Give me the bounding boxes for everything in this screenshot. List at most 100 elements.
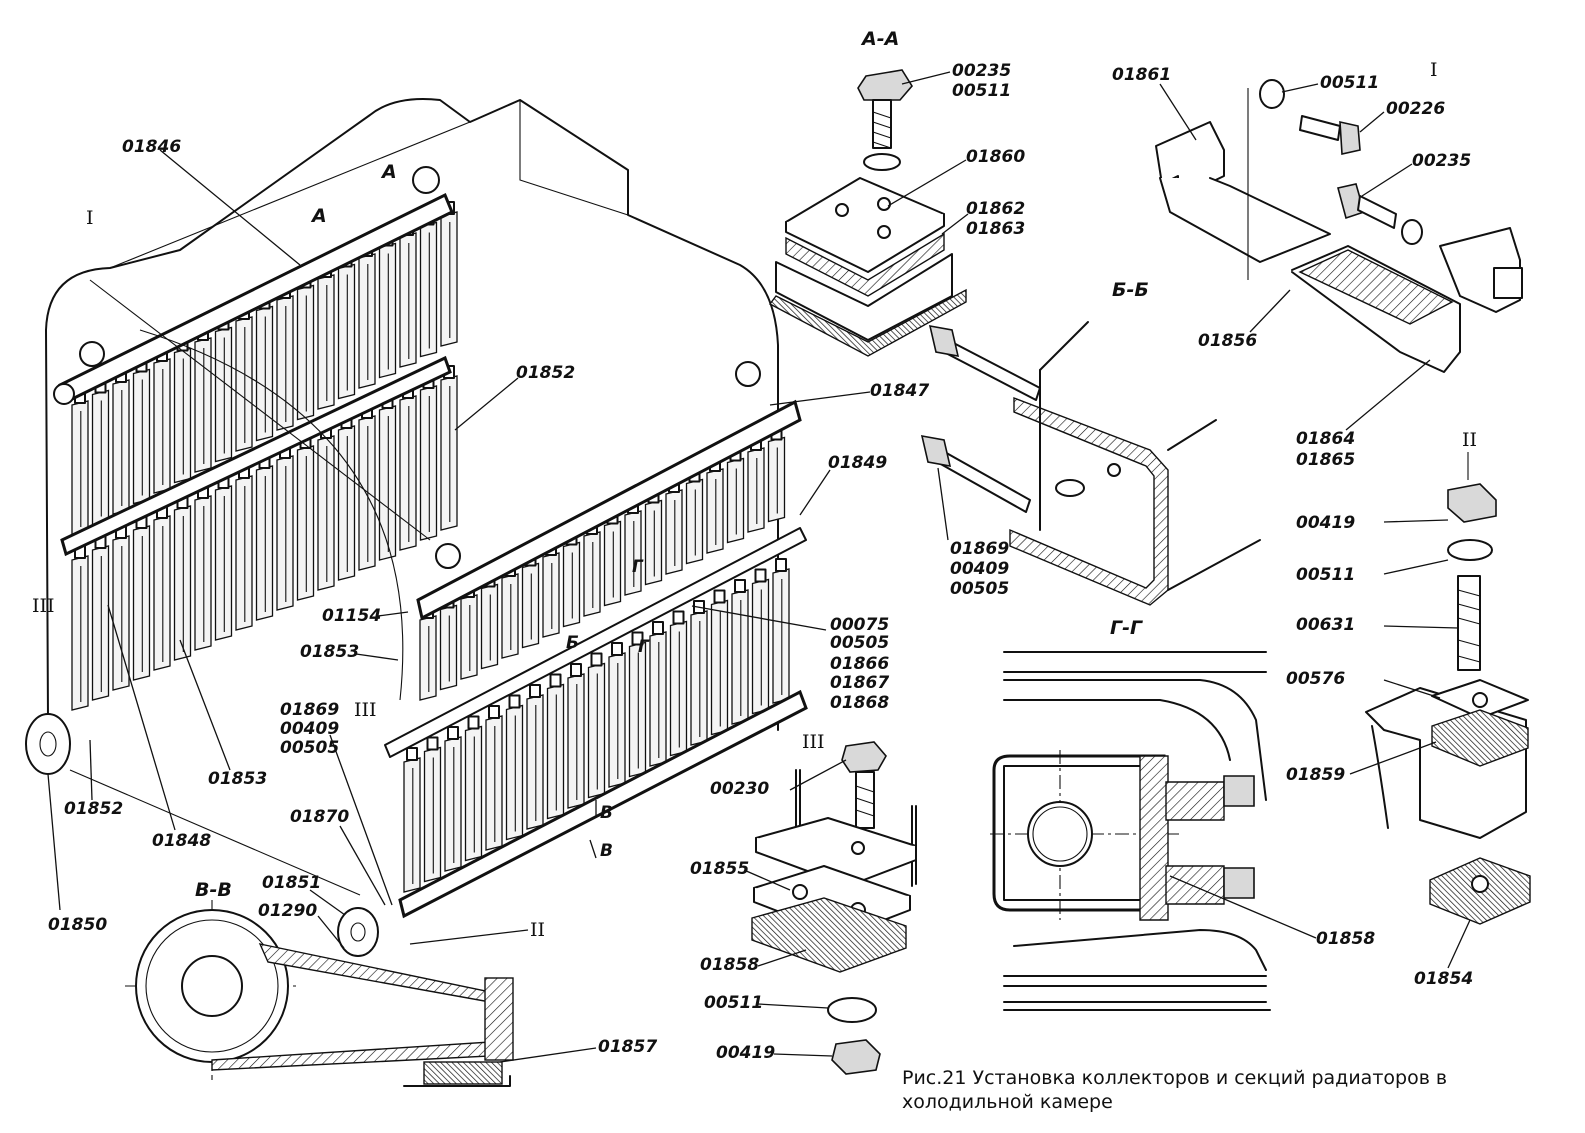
rear-upper-radiator-section xyxy=(214,326,233,463)
iii-bolt-head xyxy=(841,741,887,773)
iii-label-00230: 00230 xyxy=(710,779,769,799)
aa-bolt-shank xyxy=(872,99,892,149)
rear-radiator-bank-lower xyxy=(71,365,458,711)
view-i-title: I xyxy=(1430,59,1438,81)
front-upper-radiator-section xyxy=(767,436,786,523)
label-01866: 01866 xyxy=(830,654,889,674)
ii-label-00631: 00631 xyxy=(1296,615,1355,635)
front-lower-radiator-clip xyxy=(406,747,418,761)
front-upper-radiator-section xyxy=(542,552,560,638)
view-i: I 01861 00511 00226 00235 01856 01864 01… xyxy=(1112,59,1523,470)
ii-label-01859: 01859 xyxy=(1286,765,1345,785)
front-lower-radiator-section xyxy=(444,736,462,872)
front-lower-radiator-section xyxy=(485,715,503,851)
main-view-annotations: 01846 01852 01847 01849 01154 01853 0007… xyxy=(32,137,929,949)
figure-caption-line-1: Рис.21 Установка коллекторов и секций ра… xyxy=(902,1067,1448,1089)
section-bb-title: Б-Б xyxy=(1112,279,1149,301)
rear-upper-radiator-section xyxy=(91,389,110,526)
rear-lower-radiator-section xyxy=(173,505,192,661)
front-lower-radiator-section xyxy=(690,610,708,746)
label-01849: 01849 xyxy=(828,453,887,473)
ii-pad-01859 xyxy=(1431,709,1529,767)
figure-caption: Рис.21 Установка коллекторов и секций ра… xyxy=(902,1066,1542,1114)
front-upper-radiator-section xyxy=(685,478,704,565)
label-01846: 01846 xyxy=(122,137,181,157)
rear-pipe-fitting xyxy=(79,341,105,367)
rear-upper-radiator-section xyxy=(235,316,253,452)
ii-label-01854: 01854 xyxy=(1414,969,1473,989)
i-screw-00226 xyxy=(1299,115,1341,141)
i-label-00235: 00235 xyxy=(1412,151,1471,171)
iii-nut-00419 xyxy=(831,1039,881,1075)
front-mid-rail xyxy=(384,527,807,758)
rear-lower-radiator-section xyxy=(419,385,438,541)
vv-bracket xyxy=(258,943,491,1003)
ii-nut-00419 xyxy=(1447,483,1497,523)
front-top-fitting xyxy=(735,361,761,387)
iii-label-00511: 00511 xyxy=(704,993,763,1013)
flange-01850-bore xyxy=(39,731,57,757)
front-lower-radiator-section xyxy=(587,662,606,799)
bb-bracket xyxy=(1009,396,1169,606)
view-mark-3-left: III xyxy=(32,595,55,617)
rear-upper-radiator-section xyxy=(317,274,335,410)
view-iii: III 00230 01855 01858 00511 00419 xyxy=(690,731,917,1075)
front-lower-radiator-clip xyxy=(529,684,541,698)
front-lower-radiator-clip xyxy=(590,652,603,667)
front-lower-radiator-clip xyxy=(754,568,767,583)
rear-lower-radiator-section xyxy=(194,495,212,651)
rear-lower-radiator-section xyxy=(337,425,356,581)
view-ii-title: II xyxy=(1462,429,1477,451)
front-collector-pipe-top xyxy=(416,399,802,621)
front-lower-radiator-section xyxy=(403,757,421,893)
front-lower-radiator-section xyxy=(608,652,626,788)
rear-upper-radiator-section xyxy=(112,379,130,515)
aa-label-01860: 01860 xyxy=(966,147,1025,167)
rear-upper-radiator-section xyxy=(358,253,376,389)
label-00505-main: 00505 xyxy=(830,633,889,653)
front-lower-radiator-section xyxy=(710,599,729,736)
front-lower-radiator-clip xyxy=(426,736,439,751)
front-lower-radiator-section xyxy=(464,725,483,862)
front-lower-radiator-clip xyxy=(775,558,787,572)
label-01852-bottom: 01852 xyxy=(64,799,123,819)
i-washer xyxy=(1259,79,1285,109)
front-lower-radiator-section xyxy=(546,683,565,820)
support-rod-3 xyxy=(139,329,404,701)
rear-upper-radiator-section xyxy=(296,284,315,421)
front-radiator-bank-lower xyxy=(403,558,790,893)
label-01853-front: 01853 xyxy=(300,642,359,662)
label-00505-main-2: 00505 xyxy=(280,738,339,758)
vv-pad xyxy=(423,1061,503,1085)
label-00075: 00075 xyxy=(830,615,889,635)
front-collector-pipe-bottom xyxy=(398,689,808,919)
rear-lower-radiator-section xyxy=(91,545,110,701)
iii-pad-01858 xyxy=(751,897,907,973)
rear-lower-radiator-section xyxy=(255,465,274,621)
figure-caption-line-2: холодильной камере xyxy=(902,1091,1113,1113)
rear-pipe-end xyxy=(53,383,75,405)
front-upper-radiator-section xyxy=(603,520,622,607)
rear-lower-radiator-section xyxy=(317,435,335,591)
cut-mark-a-2: A xyxy=(380,161,397,183)
section-aa-title: A-A xyxy=(860,28,899,50)
view-mark-1: I xyxy=(86,207,94,229)
front-upper-radiator-section xyxy=(562,541,581,628)
rear-lower-radiator-section xyxy=(214,485,233,641)
main-assembly xyxy=(25,98,808,957)
label-01853-rear: 01853 xyxy=(208,769,267,789)
chamber-roof-line xyxy=(109,121,471,269)
i-label-00226: 00226 xyxy=(1386,99,1445,119)
ii-washer-00511 xyxy=(1447,539,1493,561)
rear-upper-radiator-section xyxy=(337,263,356,400)
front-eye-fitting xyxy=(435,543,461,569)
ii-plate-00576 xyxy=(1431,679,1529,719)
front-lower-radiator-clip xyxy=(508,694,521,709)
support-rod-2 xyxy=(89,279,431,541)
front-lower-radiator-section xyxy=(731,589,749,725)
aa-bolt-head xyxy=(857,69,913,101)
label-01868: 01868 xyxy=(830,693,889,713)
label-01290: 01290 xyxy=(258,901,317,921)
label-01869-main: 01869 xyxy=(280,700,339,720)
